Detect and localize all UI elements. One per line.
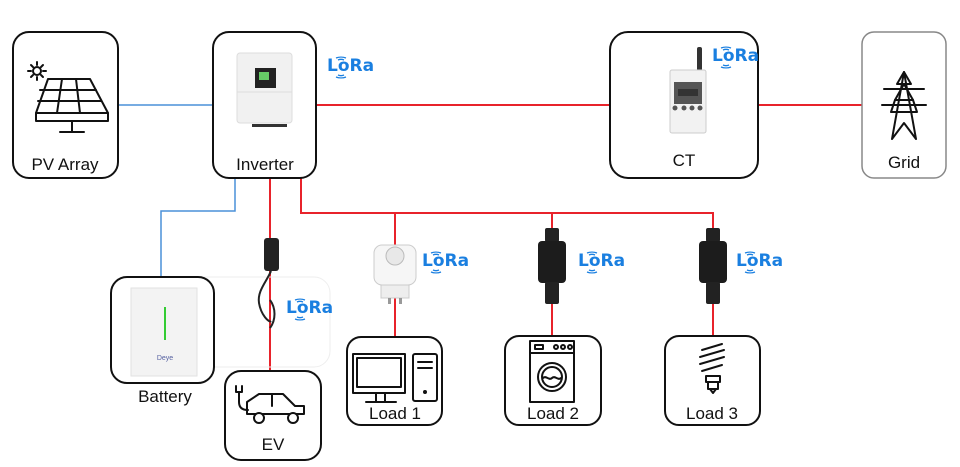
inverter-battery-line (160, 178, 236, 277)
lora-text: LoRa (736, 251, 783, 271)
lora-text: LoRa (422, 251, 469, 271)
grid-node[interactable]: Grid (861, 31, 947, 179)
lora-badge-ev: LoRa (286, 298, 333, 321)
lora-badge-inverter: LoRa (327, 56, 374, 79)
lora-text: LoRa (286, 298, 333, 318)
light-bulb-icon (699, 343, 725, 394)
battery-label: Battery (138, 387, 192, 406)
ev-node[interactable]: EV (224, 370, 322, 461)
inverter-device (236, 52, 293, 127)
ac-lines (269, 104, 862, 371)
load2-label: Load 2 (527, 404, 579, 423)
ev-label: EV (262, 435, 285, 454)
ct-label: CT (673, 151, 696, 170)
load-bus-line (300, 178, 714, 336)
load2-node[interactable]: Load 2 (504, 335, 602, 426)
inverter-label: Inverter (236, 155, 294, 174)
smart-switch-device-2 (699, 228, 727, 304)
load1-node[interactable]: Load 1 (346, 336, 443, 426)
smart-switch-device-1 (538, 228, 566, 304)
battery-node[interactable]: Deye Battery (110, 276, 215, 406)
lora-text: LoRa (327, 56, 374, 76)
load1-label: Load 1 (369, 404, 421, 423)
pv-array-label: PV Array (31, 155, 99, 174)
lora-badges: LoRa LoRa LoRa LoRa LoRa LoRa (286, 46, 783, 321)
smart-plug-device (373, 244, 417, 304)
load3-label: Load 3 (686, 404, 738, 423)
ev-charger-device (257, 238, 279, 329)
lora-badge-load2: LoRa (578, 251, 625, 274)
inverter-node[interactable]: Inverter (212, 31, 317, 179)
ct-node[interactable]: CT (609, 31, 759, 179)
pv-array-node[interactable]: PV Array (12, 31, 119, 179)
dc-lines (118, 104, 236, 277)
power-tower-icon (881, 71, 927, 140)
electric-car-icon (235, 385, 305, 424)
lora-badge-load3: LoRa (736, 251, 783, 274)
solar-panel-icon (27, 61, 109, 133)
washing-machine-icon (529, 340, 575, 403)
lora-text: LoRa (578, 251, 625, 271)
battery-brand: Deye (157, 355, 173, 362)
lora-badge-load1: LoRa (422, 251, 469, 274)
lora-badge-ct: LoRa (712, 46, 759, 69)
meter-device (669, 47, 707, 134)
grid-label: Grid (888, 153, 920, 172)
load3-node[interactable]: Load 3 (664, 335, 761, 426)
lora-text: LoRa (712, 46, 759, 66)
computer-icon (352, 353, 438, 403)
